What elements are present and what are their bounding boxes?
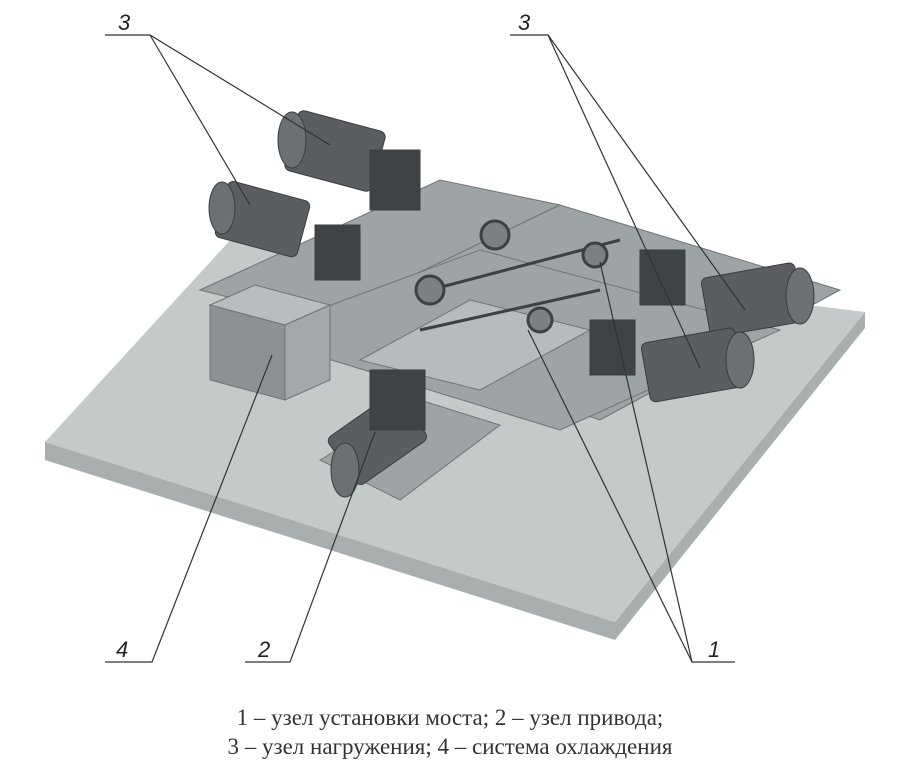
motor-back-left-2 [208, 180, 311, 258]
caption-line-2: 3 – узел нагружения; 4 – система охлажде… [227, 734, 673, 759]
bridge-frames [198, 179, 842, 501]
bridge-mechanics [414, 219, 621, 334]
callout-4: 4 [116, 637, 128, 662]
callout-1: 1 [708, 637, 720, 662]
caption-line-1: 1 – узел установки моста; 2 – узел приво… [236, 705, 664, 730]
callout-3-left: 3 [118, 10, 131, 35]
cooling-system-box [208, 284, 332, 401]
test-bench-illustration: 3 3 1 2 4 [45, 10, 865, 663]
callout-3-right: 3 [518, 10, 531, 35]
motor-right-2 [640, 327, 755, 403]
motor-right-1 [700, 262, 815, 338]
leader-lines [105, 34, 746, 663]
callout-2: 2 [257, 637, 270, 662]
loading-motors [208, 110, 815, 498]
